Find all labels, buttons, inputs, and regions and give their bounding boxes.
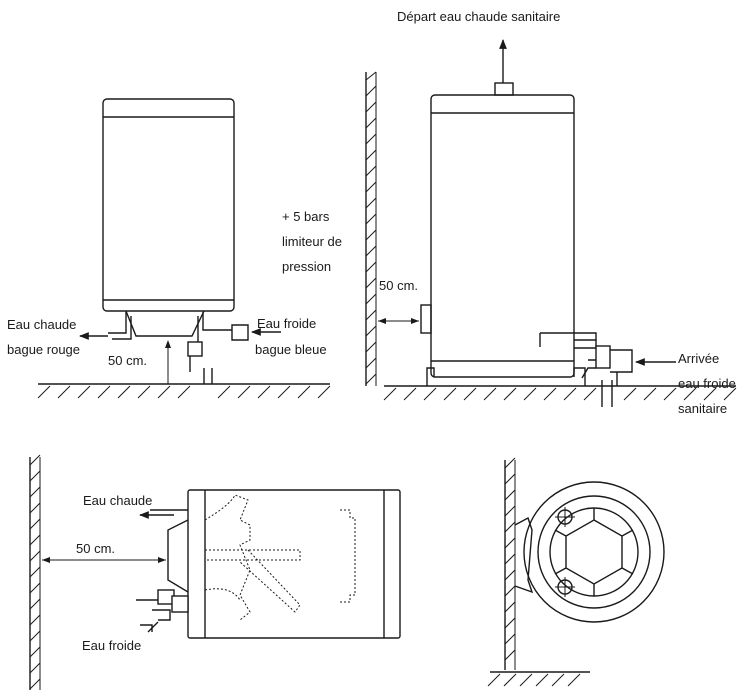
heater-body [102, 98, 235, 312]
label-pression: pression [282, 259, 332, 274]
label-limiteur: limiteur de [282, 234, 342, 249]
label-dist-front-view: 50 cm. [108, 353, 148, 368]
heater-side-view [365, 39, 737, 407]
label-arrivee-sanitaire: sanitaire [678, 401, 728, 416]
label-eau-froide-front: Eau froide [257, 316, 317, 331]
label-dist-side-view: 50 cm. [379, 278, 419, 293]
label-arrivee-eau-froide: eau froide [678, 376, 736, 391]
label-arrivee: Arrivée [678, 351, 720, 366]
valve-body [187, 341, 203, 357]
label-eau-chaude-front: Eau chaude [7, 317, 77, 332]
label-bague-rouge: bague rouge [7, 342, 81, 357]
label-bague-bleue: bague bleue [255, 342, 327, 357]
label-eau-froide-horizontal: Eau froide [82, 638, 142, 653]
label-pressure-bars: + 5 bars [282, 209, 330, 224]
heater-body [430, 94, 575, 378]
label-depart-eau-chaude: Départ eau chaude sanitaire [397, 9, 561, 24]
heater-end-view [487, 457, 665, 687]
heater-horizontal-view [29, 454, 401, 690]
label-dist-horizontal: 50 cm. [76, 541, 116, 556]
heater-front-view [37, 98, 331, 399]
label-eau-chaude-horizontal: Eau chaude [83, 493, 153, 508]
